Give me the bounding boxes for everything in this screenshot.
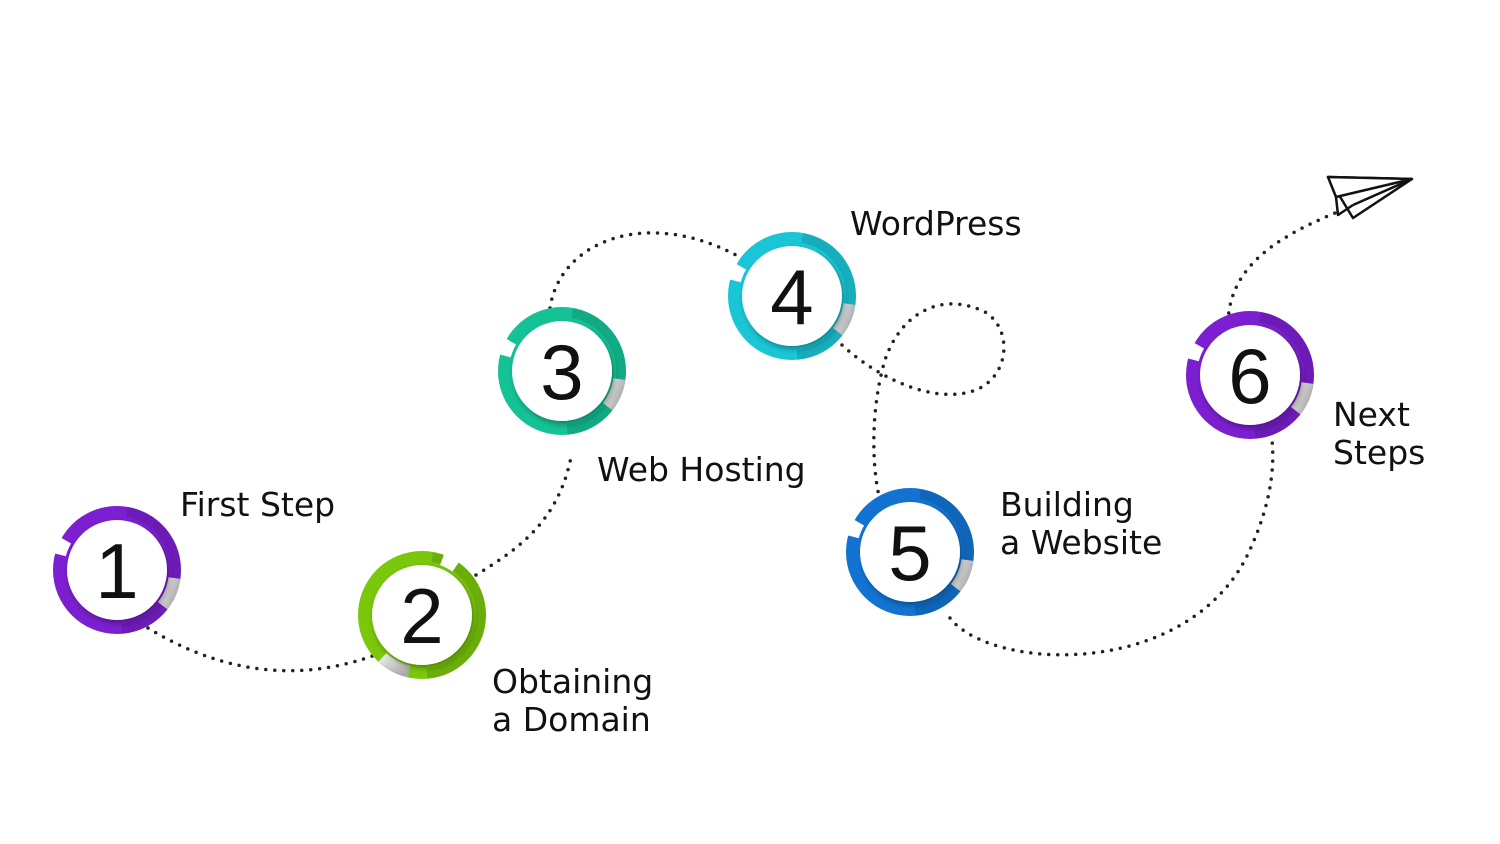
step-inner-disc — [372, 565, 472, 665]
step-ring-shade — [566, 307, 627, 435]
step-label: Web Hosting — [597, 450, 806, 489]
connector-1-2 — [146, 626, 377, 673]
connector-4-5 — [840, 302, 1006, 502]
step-number: 6 — [1228, 332, 1271, 420]
step-ring-shade — [121, 506, 182, 634]
step-inner-disc — [1200, 325, 1300, 425]
step-ring-shade — [796, 232, 857, 360]
step-ring-gap — [497, 337, 517, 358]
connector-5-6 — [948, 438, 1275, 657]
step-label: a Website — [1000, 523, 1162, 562]
step-ring-shade — [1254, 311, 1315, 439]
step-ring-grey-segment — [378, 652, 411, 678]
connector-2-3 — [474, 450, 574, 577]
step-ring-grey-segment — [1290, 381, 1314, 415]
step-number: 4 — [770, 253, 813, 341]
step-ring-gap — [727, 262, 747, 283]
step-ring-gap — [439, 552, 461, 572]
step-ring-gap — [845, 518, 865, 539]
step-number: 1 — [95, 527, 138, 615]
step-ring-grey-segment — [832, 302, 856, 336]
step-1: 1 First Step — [52, 485, 335, 634]
step-ring-shade — [914, 488, 975, 616]
step-ring-grey-segment — [602, 377, 626, 411]
step-label: Steps — [1333, 433, 1425, 472]
step-label: First Step — [180, 485, 335, 524]
step-inner-disc — [67, 520, 167, 620]
step-ring-grey-segment — [950, 558, 974, 592]
step-number: 3 — [540, 328, 583, 416]
step-label: Obtaining — [492, 662, 653, 701]
paper-plane-icon — [1326, 175, 1414, 220]
step-number: 2 — [400, 572, 443, 660]
dotted-path — [146, 211, 1337, 673]
step-inner-disc — [512, 321, 612, 421]
step-label: Building — [1000, 485, 1134, 524]
connector-6-plane — [1226, 211, 1337, 324]
step-number: 5 — [888, 509, 931, 597]
step-label: WordPress — [850, 204, 1022, 243]
step-ring-gap — [1185, 341, 1205, 362]
step-label: a Domain — [492, 700, 651, 739]
step-ring-grey-segment — [157, 576, 181, 610]
step-4: 4 WordPress — [727, 204, 1022, 360]
connector-3-4 — [548, 231, 747, 310]
step-inner-disc — [860, 502, 960, 602]
step-inner-disc — [742, 246, 842, 346]
step-ring-gap — [52, 536, 72, 557]
step-label: Next — [1333, 395, 1410, 434]
